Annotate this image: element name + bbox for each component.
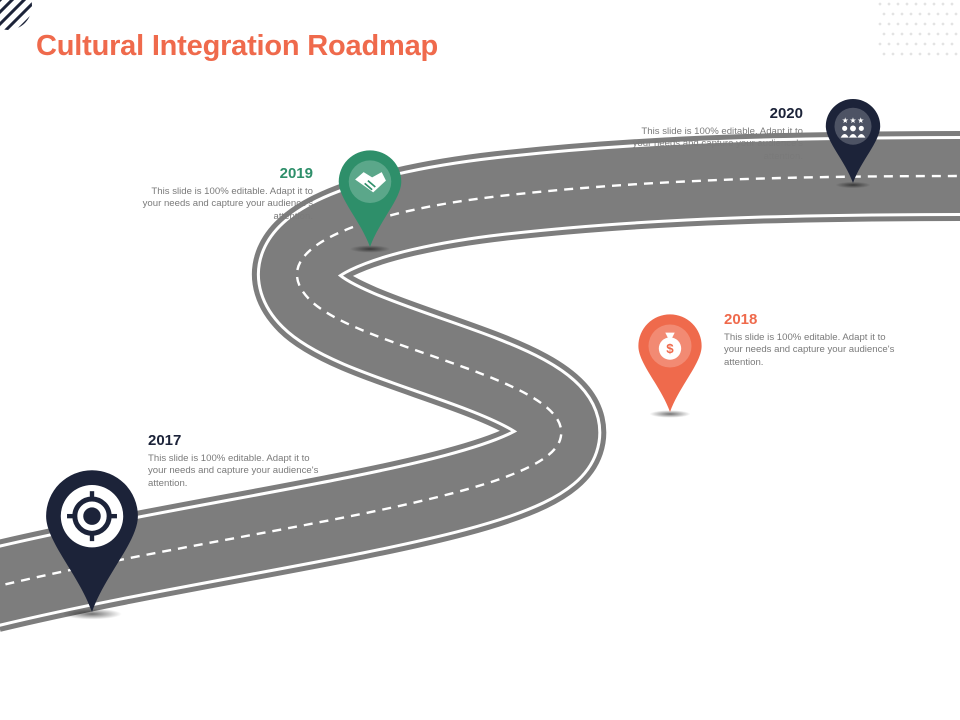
milestone-2018: 2018 This slide is 100% editable. Adapt … xyxy=(724,311,899,369)
pin-body xyxy=(638,314,702,412)
pin-shadow xyxy=(62,608,122,620)
milestone-year: 2017 xyxy=(148,432,182,449)
svg-text:★: ★ xyxy=(850,116,857,125)
milestone-year: 2019 xyxy=(279,165,313,182)
milestone-description: This slide is 100% editable. Adapt it to… xyxy=(632,126,803,162)
svg-text:$: $ xyxy=(666,341,674,356)
map-pin-2018: $ xyxy=(638,314,702,418)
milestone-2020: 2020 This slide is 100% editable. Adapt … xyxy=(628,105,803,163)
money-bag-icon: $ xyxy=(658,332,682,360)
milestone-2019: 2019 This slide is 100% editable. Adapt … xyxy=(139,165,313,223)
milestone-description: This slide is 100% editable. Adapt it to… xyxy=(148,453,319,489)
map-pin-2019 xyxy=(338,150,402,253)
map-pin-2020: ★★★ xyxy=(825,98,881,189)
pin-shadow xyxy=(349,245,391,253)
road-surface xyxy=(0,128,960,635)
milestone-year: 2018 xyxy=(724,311,758,328)
pin-body xyxy=(338,150,402,247)
milestone-description: This slide is 100% editable. Adapt it to… xyxy=(724,332,895,368)
milestone-description: This slide is 100% editable. Adapt it to… xyxy=(142,186,313,222)
milestone-2017: 2017 This slide is 100% editable. Adapt … xyxy=(148,432,323,490)
milestone-year: 2020 xyxy=(769,105,803,122)
svg-text:★: ★ xyxy=(857,116,864,125)
team-stars-icon: ★★★ xyxy=(840,116,866,138)
handshake-icon xyxy=(355,172,386,193)
dot-pattern-decoration xyxy=(878,2,958,56)
pin-shadow xyxy=(649,410,691,418)
svg-text:★: ★ xyxy=(842,116,849,125)
road-center-dashes xyxy=(0,174,960,587)
pin-shadow xyxy=(835,181,871,189)
milestone-pins: $★★★ xyxy=(46,98,881,620)
target-icon xyxy=(67,491,117,542)
pin-body xyxy=(825,98,881,183)
page-title: Cultural Integration Roadmap xyxy=(36,30,439,62)
map-pin-2017 xyxy=(46,470,138,620)
